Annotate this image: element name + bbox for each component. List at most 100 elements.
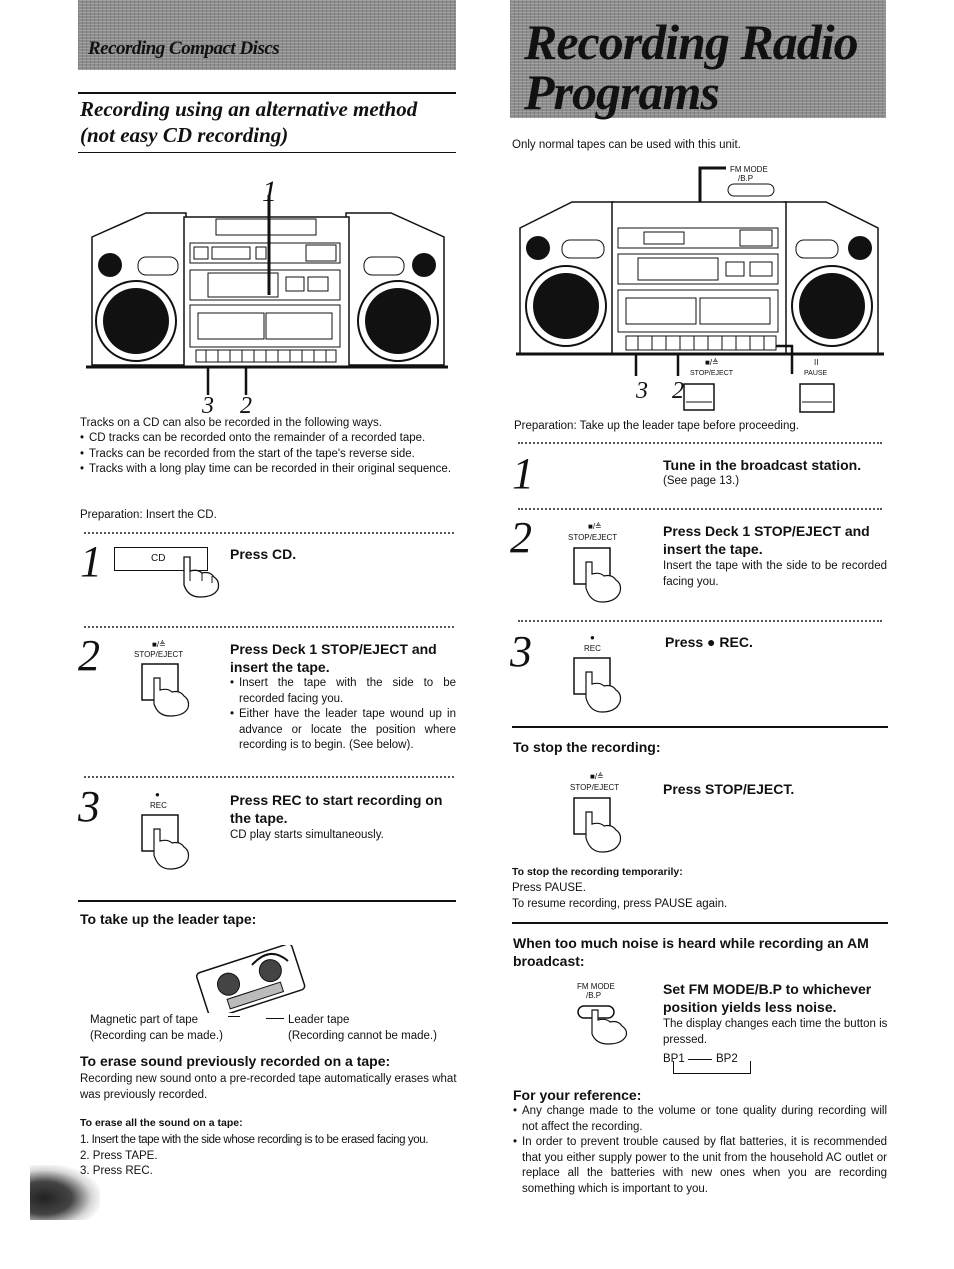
left-section-title: Recording using an alternative method (n… xyxy=(80,96,460,148)
right-noise-button-label1: FM MODE xyxy=(577,982,615,991)
right-step3-button-label: REC xyxy=(584,644,601,653)
right-fig-bp-label: /B.P xyxy=(738,174,754,183)
left-step3-text: CD play starts simultaneously. xyxy=(230,829,384,841)
left-step1-title: Press CD. xyxy=(230,546,297,562)
left-step2-bullets: Insert the tape with the side to be reco… xyxy=(230,676,456,754)
right-step2-number: 2 xyxy=(510,513,532,562)
right-reference-bullet: In order to prevent trouble caused by fl… xyxy=(513,1135,887,1197)
right-stereo-illustration xyxy=(516,166,884,413)
left-erase-text: Recording new sound onto a pre-recorded … xyxy=(80,1073,457,1101)
left-step1-number: 1 xyxy=(80,537,102,586)
right-step1-number: 1 xyxy=(512,449,534,498)
right-noise-title: Set FM MODE/B.P to whichever position yi… xyxy=(663,981,872,1015)
left-figure-callout-1: 1 xyxy=(262,175,277,208)
left-step2-title: Press Deck 1 STOP/EJECT and insert the t… xyxy=(230,641,437,675)
stop-eject-button-icon xyxy=(573,547,622,603)
stop-eject-button-icon xyxy=(573,797,622,853)
right-divider-1 xyxy=(518,442,882,444)
left-rule-leader xyxy=(78,900,456,902)
right-reference-bullet: Any change made to the volume or tone qu… xyxy=(513,1104,887,1135)
right-noise-return-loop xyxy=(673,1061,751,1074)
right-stop-button-label: STOP/EJECT xyxy=(570,783,620,792)
left-step2-button-label: STOP/EJECT xyxy=(134,650,184,659)
right-fig-fm-label: FM MODE xyxy=(730,165,768,174)
left-leader-callout-line-b xyxy=(266,1018,284,1019)
left-step2-number: 2 xyxy=(78,631,100,680)
left-erase-item: 2. Press TAPE. xyxy=(80,1149,158,1162)
label-magnetic-note: (Recording can be made.) xyxy=(90,1029,223,1042)
right-noise-button-label2: /B.P xyxy=(586,991,602,1000)
left-preparation: Preparation: Insert the CD. xyxy=(80,509,217,521)
left-erase-heading: To erase sound previously recorded on a … xyxy=(80,1053,391,1069)
right-figure-callout-2: 2 xyxy=(672,378,684,404)
right-reference-heading: For your reference: xyxy=(513,1087,642,1103)
left-divider-1 xyxy=(84,532,454,534)
right-stop-title: Press STOP/EJECT. xyxy=(663,781,795,797)
right-noise-bp2: BP2 xyxy=(716,1053,738,1065)
left-leader-magnetic: Magnetic part of tape (Recording can be … xyxy=(90,1013,223,1044)
left-intro: Tracks on a CD can also be recorded in t… xyxy=(80,417,382,429)
left-title-line2: (not easy CD recording) xyxy=(80,123,289,147)
right-step2-title: Press Deck 1 STOP/EJECT and insert the t… xyxy=(663,523,870,557)
right-banner-line1: Recording Radio xyxy=(524,14,859,70)
right-divider-3 xyxy=(518,620,882,622)
right-noise-bp1: BP1 xyxy=(663,1053,685,1065)
right-noise-text: The display changes each time the button… xyxy=(663,1018,888,1046)
left-step2-symbol: ■/≜ xyxy=(152,640,166,649)
right-banner-line2: Programs xyxy=(524,64,720,120)
right-step3-number: 3 xyxy=(510,627,532,676)
rec-button-icon xyxy=(141,814,190,870)
right-stop-temp-heading: To stop the recording temporarily: xyxy=(512,866,683,878)
left-title-rule-bottom xyxy=(78,152,456,153)
label-magnetic: Magnetic part of tape xyxy=(90,1014,199,1026)
right-fig-stop-symbol: ■/≜ xyxy=(705,358,719,367)
page-corner-smudge xyxy=(30,1165,100,1220)
left-title-rule-top xyxy=(78,92,456,94)
right-rule-noise xyxy=(512,922,888,924)
right-step1-text: (See page 13.) xyxy=(663,475,740,487)
right-step3-title: Press ● REC. xyxy=(665,634,753,650)
right-fig-stop-label: STOP/EJECT xyxy=(690,370,734,377)
right-step3-symbol: ● xyxy=(590,633,595,642)
right-step2-button-label: STOP/EJECT xyxy=(568,533,618,542)
right-noise-heading: When too much noise is heard while recor… xyxy=(513,935,869,969)
right-rule-stop xyxy=(512,726,888,728)
right-step2-symbol: ■/≜ xyxy=(588,522,602,531)
right-stop-symbol: ■/≜ xyxy=(590,772,604,781)
left-banner-title: Recording Compact Discs xyxy=(88,38,280,59)
right-step2-text: Insert the tape with the side to be reco… xyxy=(663,560,887,588)
stop-eject-button-icon xyxy=(141,663,190,717)
left-stereo-illustration xyxy=(86,195,448,395)
right-preparation: Preparation: Take up the leader tape bef… xyxy=(514,420,799,432)
left-leader-leader: Leader tape (Recording cannot be made.) xyxy=(288,1013,437,1044)
right-figure-callout-3: 3 xyxy=(636,378,648,404)
rec-button-icon xyxy=(573,657,622,713)
left-leader-callout-line-a xyxy=(228,1016,240,1017)
left-cd-button-label: CD xyxy=(151,553,166,564)
fm-mode-button-icon xyxy=(577,1005,628,1045)
left-bullet-list: CD tracks can be recorded onto the remai… xyxy=(80,431,458,478)
left-step3-symbol: ● xyxy=(155,790,160,799)
left-cd-button: CD xyxy=(114,547,208,571)
right-stop-temp-line1: Press PAUSE. xyxy=(512,882,586,894)
right-stop-heading: To stop the recording: xyxy=(513,739,661,755)
right-fig-pause-symbol: II xyxy=(814,358,819,367)
right-stop-temp-line2: To resume recording, press PAUSE again. xyxy=(512,898,728,910)
right-step1-title: Tune in the broadcast station. xyxy=(663,457,862,473)
label-leader-note: (Recording cannot be made.) xyxy=(288,1029,437,1042)
right-divider-2 xyxy=(518,508,882,510)
hand-pointer-icon xyxy=(183,556,220,598)
left-erase-subheading: To erase all the sound on a tape: xyxy=(80,1117,243,1129)
left-divider-3 xyxy=(84,776,454,778)
cassette-tape-illustration xyxy=(195,945,306,1013)
label-leader: Leader tape xyxy=(288,1014,350,1026)
left-erase-item: 3. Press REC. xyxy=(80,1165,153,1177)
left-step3-title: Press REC to start recording on the tape… xyxy=(230,792,443,826)
right-banner: Recording Radio Programs xyxy=(510,0,886,118)
left-step3-button-label: REC xyxy=(150,801,167,810)
left-banner: Recording Compact Discs xyxy=(78,0,456,70)
left-divider-2 xyxy=(84,626,454,628)
right-noise-arrow xyxy=(688,1059,712,1060)
left-title-line1: Recording using an alternative method xyxy=(80,97,418,121)
left-step2-bullet: Insert the tape with the side to be reco… xyxy=(230,676,456,707)
